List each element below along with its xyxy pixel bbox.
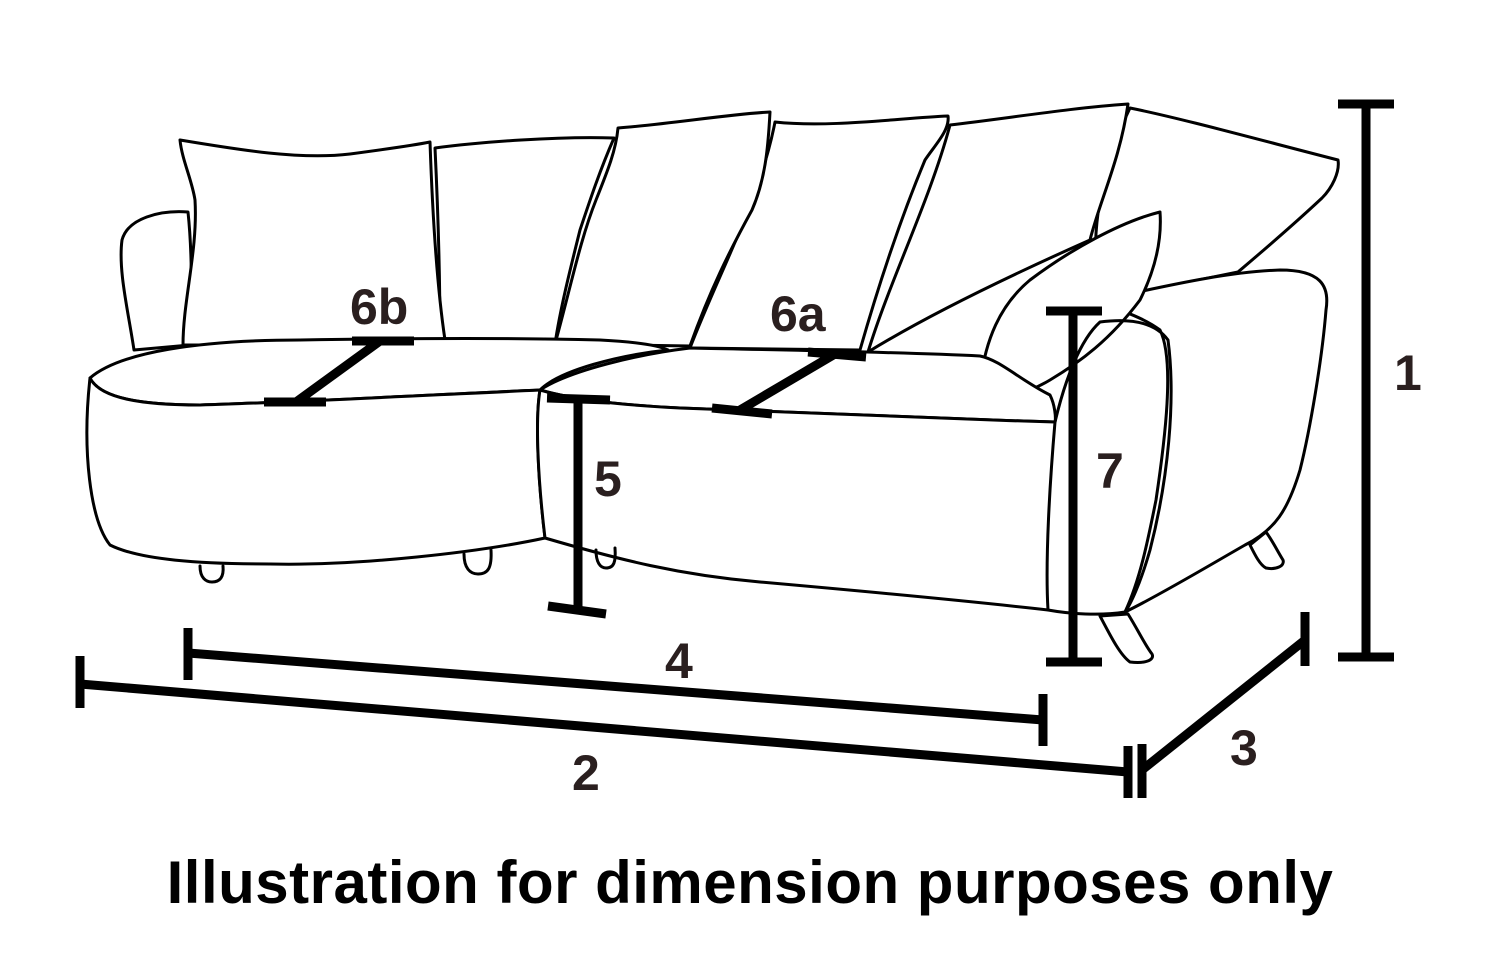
left-arm <box>119 210 193 352</box>
back-cushion-2 <box>433 136 616 346</box>
chaise-foot-1 <box>198 564 225 584</box>
label-6a: 6a <box>770 286 827 342</box>
dimension-3-depth <box>1137 612 1310 798</box>
dimension-6a-seat-depth <box>711 347 867 419</box>
dimension-7-arm-height <box>1046 306 1102 667</box>
back-cushion-5 <box>866 102 1130 354</box>
label-6b: 6b <box>350 279 408 335</box>
chaise-foot-2 <box>462 548 493 576</box>
label-1: 1 <box>1394 345 1422 401</box>
front-leg-right <box>1098 612 1154 664</box>
label-5: 5 <box>594 451 622 507</box>
disclaimer-caption: Illustration for dimension purposes only <box>166 849 1334 916</box>
label-2: 2 <box>572 745 600 801</box>
dimension-4-seat-width <box>183 628 1048 746</box>
dimension-2-width <box>75 656 1133 798</box>
dimension-labels: 1 2 3 4 5 6a 6b 7 <box>350 279 1422 801</box>
main-foot <box>594 546 617 570</box>
label-4: 4 <box>665 633 693 689</box>
sofa-illustration <box>85 102 1340 664</box>
back-leg-right <box>1248 530 1285 570</box>
label-3: 3 <box>1230 720 1258 776</box>
dimension-1-height <box>1338 99 1394 662</box>
dimension-markers <box>75 99 1394 798</box>
right-arm-front <box>1046 319 1173 616</box>
back-cushion-3 <box>553 110 772 348</box>
dimension-5-seat-height <box>546 393 611 619</box>
dimension-6b-chaise-depth <box>264 336 414 407</box>
label-7: 7 <box>1096 443 1124 499</box>
